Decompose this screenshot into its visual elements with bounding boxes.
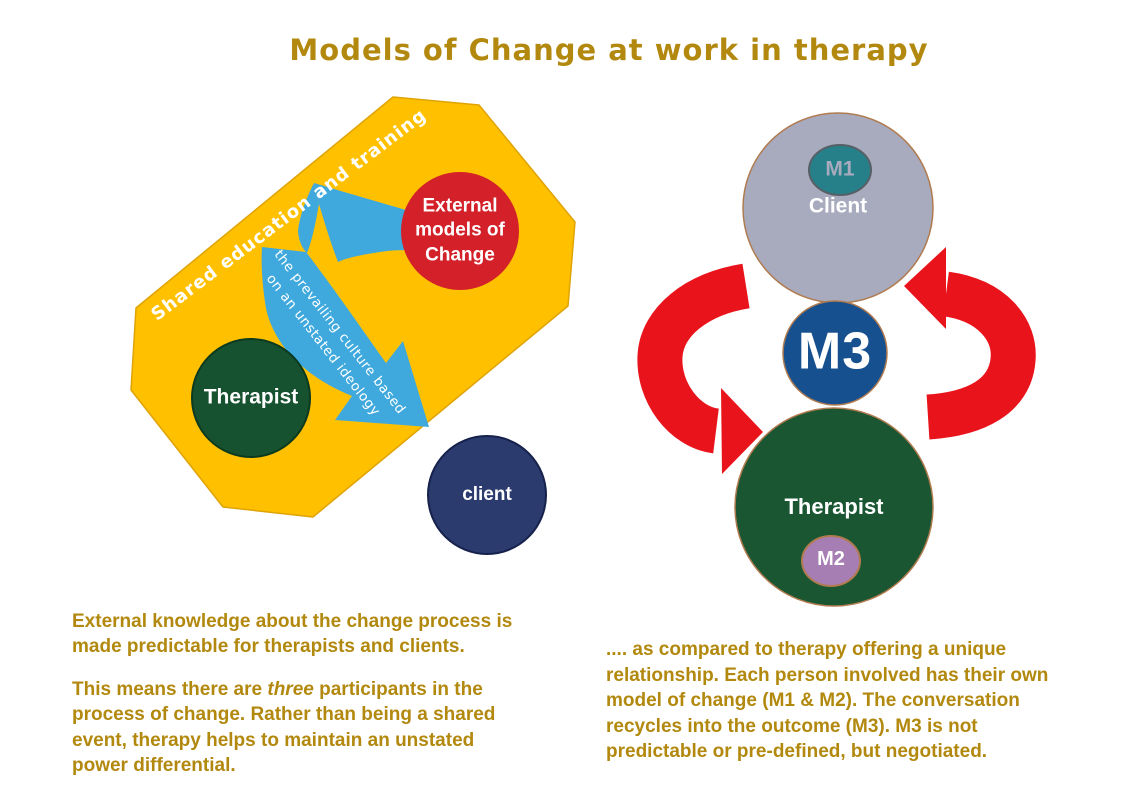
recycle-arrow-right — [926, 271, 1036, 440]
therapist-right-circle — [734, 407, 934, 607]
m2-circle — [801, 535, 861, 587]
right-caption: .... as compared to therapy offering a u… — [606, 639, 1049, 762]
blue-curved-arrow — [261, 247, 429, 427]
m1-label: M1 — [825, 157, 855, 181]
client-left-circle — [427, 435, 547, 555]
left-caption-paragraph1: External knowledge about the change proc… — [72, 610, 513, 658]
left-caption: External knowledge about the change proc… — [72, 583, 550, 794]
recycle-arrow-left-head — [721, 388, 763, 474]
client-left-label: client — [462, 483, 512, 505]
therapist-right-label: Therapist — [784, 493, 884, 519]
recycle-arrow-right-head — [904, 247, 946, 329]
left-caption-paragraph2: This means there are three participants … — [72, 677, 550, 779]
m3-circle — [782, 300, 888, 406]
m2-label: M2 — [817, 548, 845, 571]
left-caption-p2-before: This means there are — [72, 678, 268, 700]
m3-label: M3 — [797, 322, 873, 381]
external-models-label: External models of Change — [415, 195, 505, 266]
therapist-left-label: Therapist — [203, 385, 299, 409]
client-right-label: Client — [808, 194, 868, 218]
page-title: Models of Change at work in therapy — [289, 33, 929, 67]
external-models-circle — [401, 172, 519, 290]
m1-circle — [808, 144, 872, 196]
blue-arrow-fold — [298, 183, 319, 253]
left-caption-p2-italic-word: three — [267, 678, 314, 700]
therapist-left-circle — [191, 338, 311, 458]
left-caption-p2-after: participants in the process of change. R… — [72, 678, 496, 777]
recycle-arrow-left — [637, 263, 751, 454]
